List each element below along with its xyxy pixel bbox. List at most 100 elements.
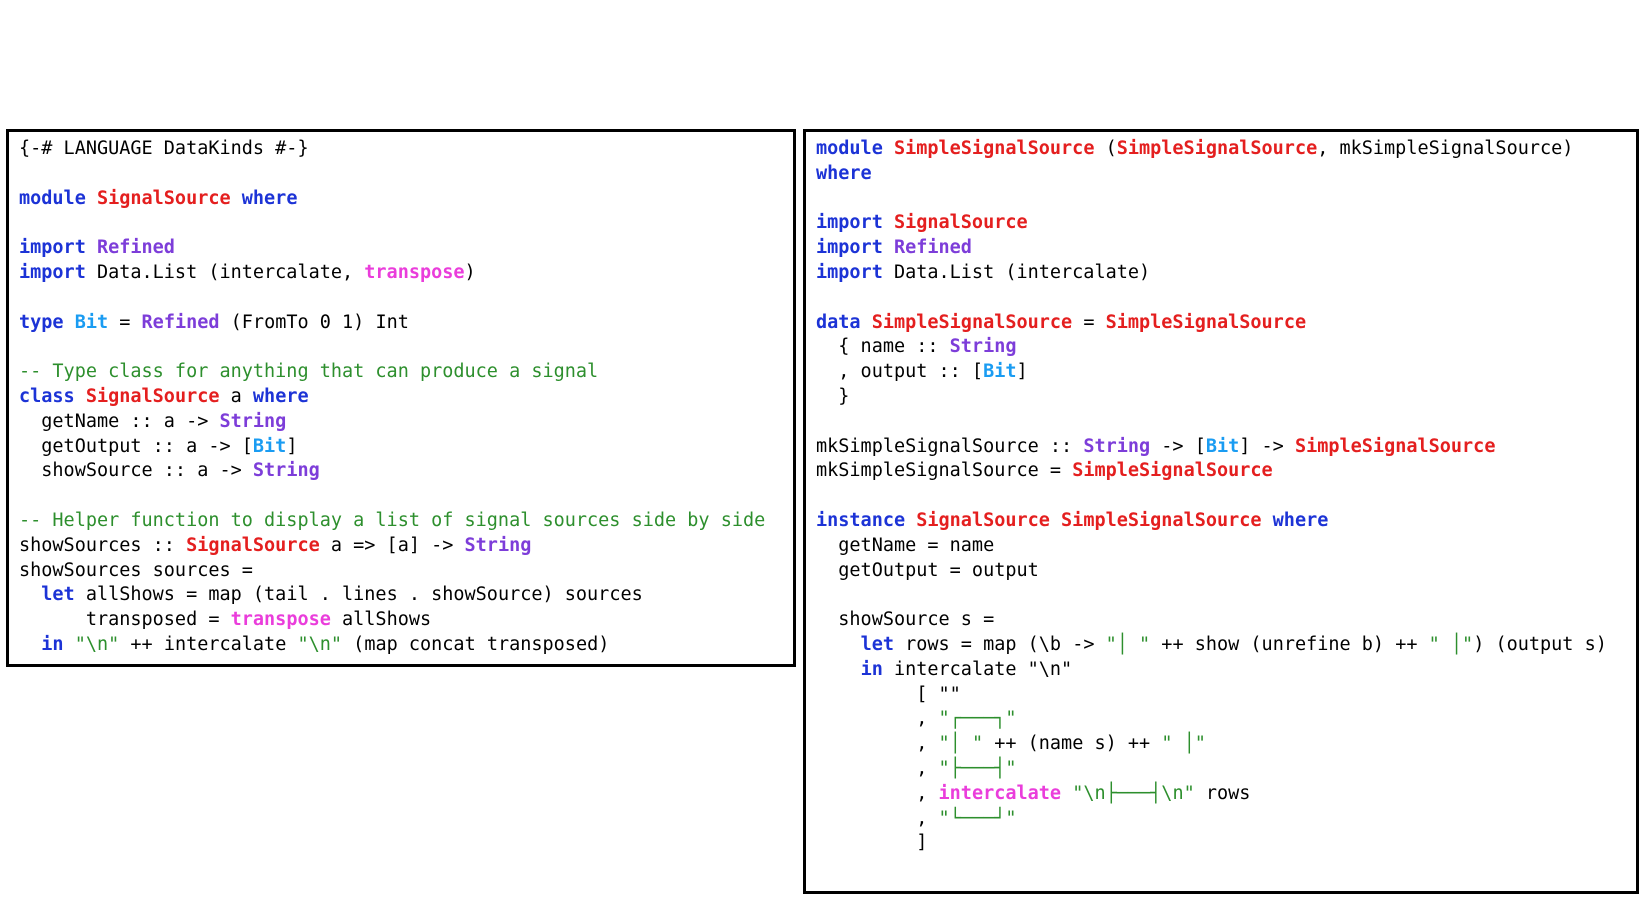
code-line: , intercalate "\n├───┤\n" rows: [816, 782, 1607, 807]
code-token: [75, 386, 86, 407]
code-token: ++ (name s) ++: [983, 733, 1162, 755]
code-token: ) (output s): [1473, 633, 1607, 655]
code-token: rows: [1194, 782, 1251, 804]
code-token: Bit: [1205, 435, 1240, 457]
code-token: import: [816, 261, 883, 283]
code-token: =: [1072, 311, 1106, 333]
code-token: import: [816, 212, 883, 234]
code-token: SimpleSignalSource: [1105, 311, 1307, 333]
code-line: ]: [816, 831, 1607, 856]
code-token: {-# LANGUAGE DataKinds #-}: [19, 138, 309, 159]
code-token: ]: [816, 832, 928, 854]
code-line: showSources :: SignalSource a => [a] -> …: [19, 534, 765, 559]
code-line: data SimpleSignalSource = SimpleSignalSo…: [816, 311, 1607, 336]
code-block-simple-signal-source: module SimpleSignalSource (SimpleSignalS…: [816, 137, 1607, 856]
code-token: ,: [816, 733, 939, 755]
code-line: ​: [19, 335, 765, 360]
code-line: where: [816, 162, 1607, 187]
code-token: transpose: [364, 261, 465, 283]
code-token: -- Helper function to display a list of …: [19, 509, 766, 531]
code-token: "└───┘": [938, 807, 1017, 829]
code-line: showSource s =: [816, 608, 1607, 633]
code-token: ): [464, 261, 476, 283]
code-token: [883, 237, 894, 258]
code-line: [ "": [816, 683, 1607, 708]
code-token: class: [19, 385, 75, 407]
code-token: "│ ": [1105, 633, 1151, 655]
code-line: type Bit = Refined (FromTo 0 1) Int: [19, 311, 765, 336]
code-line: ​: [816, 583, 1607, 608]
code-token: [ "": [816, 683, 961, 705]
code-token: ]: [286, 435, 298, 457]
code-token: intercalate: [938, 782, 1062, 804]
code-token: SimpleSignalSource: [1294, 435, 1496, 457]
code-token: [905, 510, 916, 531]
code-token: [816, 659, 861, 680]
code-token: [1061, 783, 1072, 804]
code-token: Refined: [141, 311, 220, 333]
code-line: ​: [816, 484, 1607, 509]
code-token: String: [464, 534, 532, 556]
code-token: a: [219, 385, 253, 407]
code-token: -> [: [1150, 435, 1206, 457]
code-token: "\n": [74, 633, 120, 655]
code-token: SignalSource: [96, 187, 231, 209]
code-token: let: [860, 633, 894, 655]
code-token: ++ intercalate: [119, 633, 298, 655]
code-block-signal-source: {-# LANGUAGE DataKinds #-}​module Signal…: [19, 137, 765, 658]
code-token: import: [816, 237, 883, 259]
code-token: ] ->: [1239, 435, 1295, 457]
code-token: String: [252, 460, 320, 482]
code-line: getOutput = output: [816, 559, 1607, 584]
code-token: rows = map (\b ->: [893, 633, 1106, 655]
code-token: SimpleSignalSource: [871, 311, 1073, 333]
code-token: ,: [816, 757, 939, 779]
code-token: getOutput :: a -> [: [19, 435, 253, 457]
code-line: ​: [19, 286, 765, 311]
code-token: Data.List (intercalate): [882, 261, 1151, 283]
code-token: Refined: [96, 237, 175, 259]
code-token: in: [860, 658, 883, 680]
code-token: "┌───┐": [938, 708, 1017, 730]
code-line: ​: [19, 211, 765, 236]
code-token: [86, 188, 97, 209]
code-panel-signal-source: {-# LANGUAGE DataKinds #-}​module Signal…: [6, 129, 796, 667]
code-line: import Data.List (intercalate, transpose…: [19, 261, 765, 286]
code-token: " │": [1428, 633, 1474, 655]
code-token: allShows: [330, 609, 432, 631]
code-line: , output :: [Bit]: [816, 360, 1607, 385]
code-token: " │": [1161, 733, 1206, 755]
code-token: [883, 138, 894, 159]
code-token: (: [1094, 138, 1117, 159]
code-line: , "│ " ++ (name s) ++ " │": [816, 732, 1607, 757]
code-token: ,: [816, 782, 939, 804]
code-token: SimpleSignalSource: [893, 138, 1095, 159]
code-line: ​: [19, 484, 765, 509]
code-line: {-# LANGUAGE DataKinds #-}: [19, 137, 765, 162]
code-token: where: [1272, 509, 1329, 531]
code-line: ​: [816, 286, 1607, 311]
code-token: , output :: [: [816, 361, 984, 383]
code-token: module: [19, 187, 86, 209]
code-token: }: [816, 385, 850, 407]
code-token: allShows = map (tail . lines . showSourc…: [74, 584, 643, 606]
code-line: mkSimpleSignalSource = SimpleSignalSourc…: [816, 459, 1607, 484]
code-token: getName :: a ->: [19, 410, 220, 432]
code-line: import Data.List (intercalate): [816, 261, 1607, 286]
code-token: instance: [816, 509, 906, 531]
code-token: "│ ": [938, 733, 984, 755]
code-line: , "├───┤": [816, 757, 1607, 782]
code-line: class SignalSource a where: [19, 385, 765, 410]
code-line: module SimpleSignalSource (SimpleSignalS…: [816, 137, 1607, 162]
code-token: in: [41, 633, 64, 655]
code-panel-simple-signal-source: module SimpleSignalSource (SimpleSignalS…: [803, 129, 1639, 894]
code-line: ​: [816, 187, 1607, 212]
code-token: , mkSimpleSignalSource): [1317, 138, 1574, 159]
code-token: =: [108, 311, 142, 333]
code-token: Bit: [74, 311, 109, 333]
code-token: SignalSource: [186, 534, 320, 556]
code-line: in "\n" ++ intercalate "\n" (map concat …: [19, 633, 765, 658]
code-token: "├───┤": [938, 757, 1017, 779]
code-token: -- Type class for anything that can prod…: [19, 361, 599, 383]
code-token: module: [816, 138, 883, 159]
